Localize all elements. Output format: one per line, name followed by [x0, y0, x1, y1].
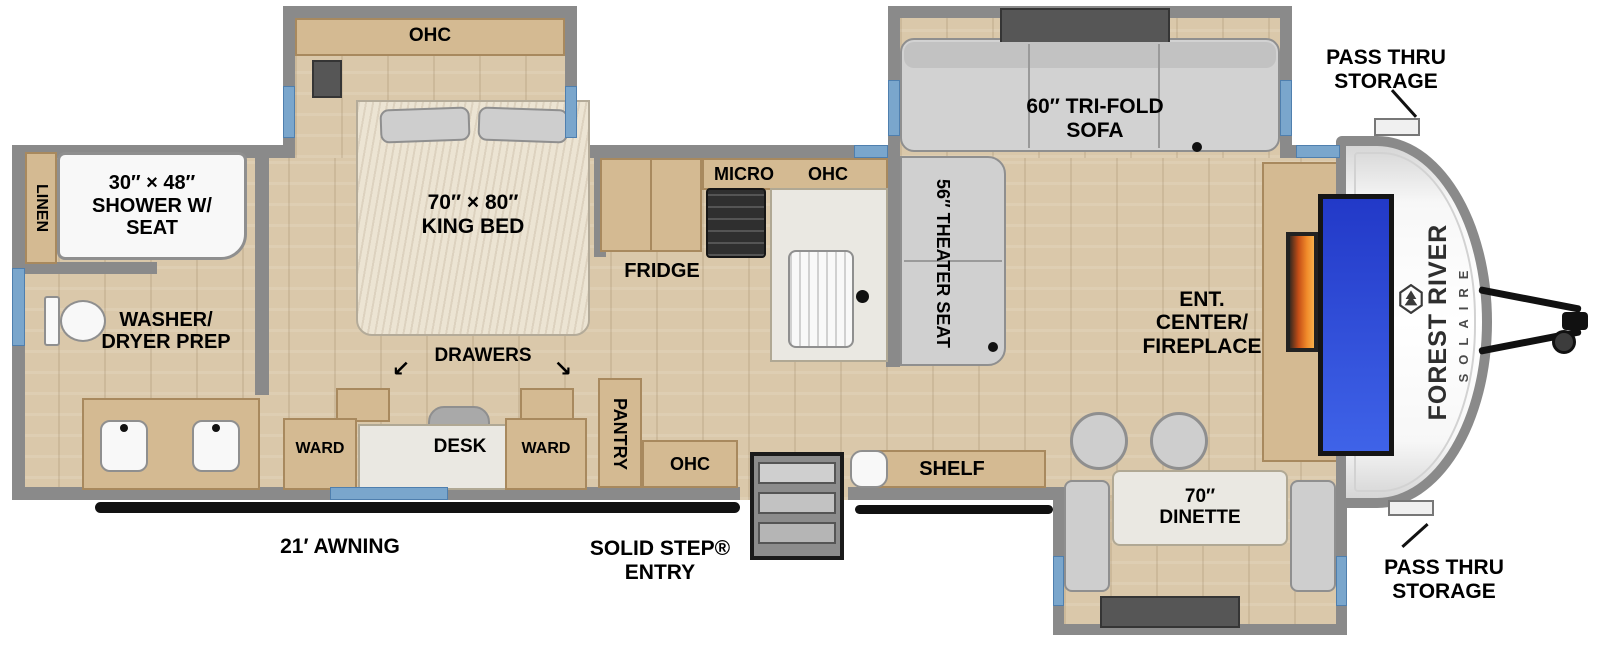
sofa-seam-2 — [1158, 44, 1160, 148]
wall-shower-bottom — [12, 262, 157, 274]
pass-thru-bottom-label: PASS THRU STORAGE — [1384, 556, 1504, 603]
kitchen-faucet-icon — [856, 290, 869, 303]
faucet-right-icon — [212, 424, 220, 432]
shower — [57, 152, 247, 260]
drawer-unit-left — [336, 388, 390, 422]
brand-model: SOLAIRE — [1455, 261, 1471, 383]
bedroom-ohc-cabinet — [295, 18, 565, 56]
wall-bath-bedroom — [255, 145, 269, 395]
kitchen-sink — [788, 250, 854, 348]
theater-cup-holder — [988, 342, 998, 352]
entry-step-3 — [758, 522, 836, 544]
bedroom-slide-window-left — [283, 86, 295, 138]
awning-label: 21′ AWNING — [280, 535, 400, 559]
drawer-arrow-right-icon: ↘ — [553, 355, 573, 381]
sofa-cup-holder — [1192, 142, 1202, 152]
shelf-label: SHELF — [919, 457, 985, 480]
sofa-label: 60″ TRI-FOLD SOFA — [1026, 95, 1164, 142]
shelf-cabinet — [876, 450, 1046, 488]
bedroom-slide-vent — [312, 60, 342, 98]
ent-center-label: ENT. CENTER/ FIREPLACE — [1142, 287, 1262, 358]
sofa-slide-window-left — [888, 80, 900, 136]
dinette-bench-right — [1290, 480, 1336, 592]
sofa-slide-rear-window — [1000, 8, 1170, 44]
toilet-tank — [44, 296, 60, 346]
wardrobe-right-label: WARD — [521, 440, 571, 458]
faucet-left-icon — [120, 424, 128, 432]
wardrobe-left-label: WARD — [295, 440, 345, 458]
fridge-door-seam — [650, 160, 652, 250]
pantry-cabinet — [598, 378, 642, 488]
drawer-unit-right — [520, 388, 574, 422]
kitchen-top-ohc-label: OHC — [808, 163, 848, 184]
kitchen-ohc-label: OHC — [670, 453, 710, 474]
entry-step-1 — [758, 462, 836, 484]
bedroom-slide-wall-top — [283, 6, 577, 18]
sofa-slide-window-right — [1280, 80, 1292, 136]
dinette-rear-window — [1100, 596, 1240, 628]
linen-cabinet — [25, 152, 57, 264]
sofa-back-cushion — [904, 42, 1276, 68]
dinette-bench-left — [1064, 480, 1110, 592]
dinette-window-right — [1336, 556, 1347, 606]
kitchen-top-window — [854, 145, 888, 158]
drawer-arrow-left-icon: ↙ — [391, 355, 411, 381]
entry-step-2 — [758, 492, 836, 514]
wall-top-kitchen — [577, 145, 888, 158]
hitch-jack-wheel — [1552, 330, 1576, 354]
shower-label: 30″ × 48″ SHOWER W/ SEAT — [92, 172, 212, 240]
wardrobe-left — [283, 418, 357, 490]
pass-thru-top-label: PASS THRU STORAGE — [1326, 46, 1446, 93]
wall-kitchen-living — [886, 145, 900, 367]
pass-thru-leader-bottom — [1401, 523, 1429, 548]
dinette-window-left — [1053, 556, 1064, 606]
theater-seat-label: 56″ THEATER SEAT — [933, 178, 954, 348]
bedroom-ohc-label: OHC — [408, 25, 452, 47]
entry-label: SOLID STEP® ENTRY — [589, 537, 731, 584]
pillow-left — [379, 106, 471, 144]
brand-name: FOREST RIVER — [1423, 223, 1452, 421]
cooktop — [706, 188, 766, 258]
front-top-window — [1296, 145, 1340, 158]
desk-label: DESK — [433, 436, 487, 458]
sofa-seam-1 — [1028, 44, 1030, 148]
hitch-coupler — [1562, 312, 1588, 330]
tv-screen — [1318, 194, 1394, 456]
wall-bottom-mid — [848, 487, 1053, 500]
drawers-label: DRAWERS — [434, 345, 532, 367]
washer-dryer-label: WASHER/ DRYER PREP — [101, 308, 231, 353]
pass-thru-hatch-bottom — [1388, 500, 1434, 516]
theater-seat-seam — [904, 260, 1002, 262]
pillow-right — [477, 106, 569, 144]
awning-bar — [95, 502, 740, 513]
king-bed-label: 70″ × 80″ KING BED — [421, 191, 525, 238]
kitchen-ohc-cabinet — [642, 440, 738, 488]
micro-label: MICRO — [714, 163, 774, 184]
pantry-label: PANTRY — [610, 398, 631, 470]
pass-thru-hatch-top — [1374, 118, 1420, 136]
dinette-table — [1112, 470, 1288, 546]
dinette-label: 70″ DINETTE — [1159, 485, 1241, 528]
dinette-stool-left — [1070, 412, 1128, 470]
rear-window — [12, 268, 25, 346]
fireplace — [1286, 232, 1318, 352]
bedroom-slide-window-right — [565, 86, 577, 138]
fridge-label: FRIDGE — [624, 259, 700, 282]
linen-label: LINEN — [32, 184, 50, 232]
dinette-stool-right — [1150, 412, 1208, 470]
toilet-bowl — [60, 300, 106, 342]
awning-bar-front — [855, 505, 1053, 514]
water-heater — [850, 450, 888, 488]
hitch-bar-upper — [1478, 286, 1582, 313]
brand-block: FOREST RIVER SOLAIRE — [1415, 162, 1479, 482]
bedroom-bottom-window — [330, 487, 448, 500]
dinette-slide-wall-bottom — [1053, 624, 1347, 635]
wardrobe-right — [505, 418, 587, 490]
forest-river-logo — [1399, 284, 1423, 314]
